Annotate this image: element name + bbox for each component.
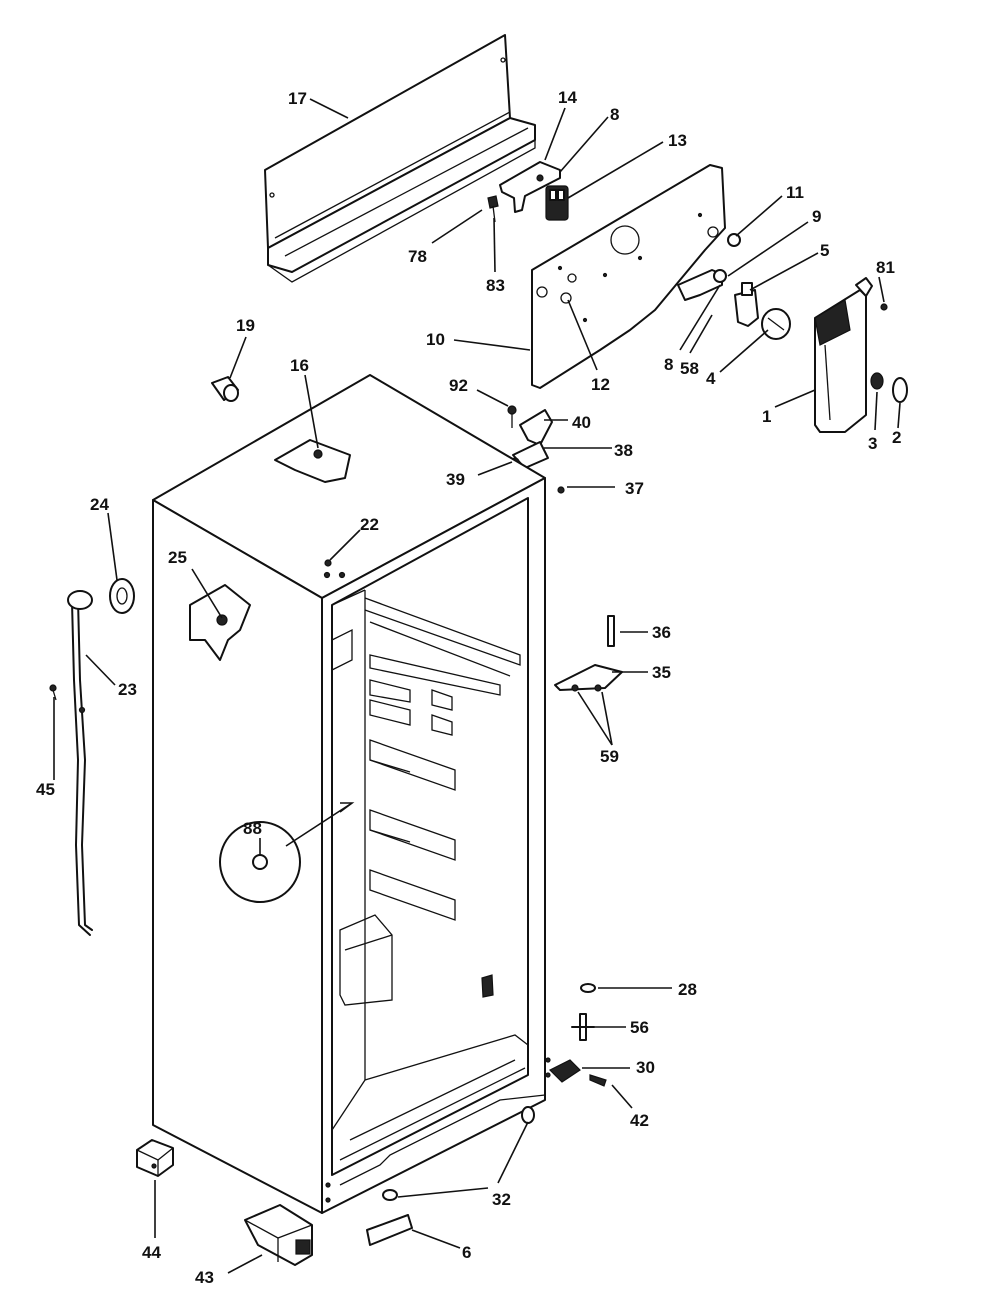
- part-2-ring: [892, 377, 908, 403]
- callout-40: 40: [572, 413, 591, 432]
- part-22-screw: [324, 559, 332, 567]
- part-32-plug: [382, 1106, 535, 1201]
- part-11-knob: [727, 233, 741, 247]
- callout-32: 32: [492, 1190, 511, 1209]
- callout-43: 43: [195, 1268, 214, 1287]
- callout-13: 13: [668, 131, 687, 150]
- part-42-screw: [589, 1074, 607, 1087]
- callout-39: 39: [446, 470, 465, 489]
- callout-35: 35: [652, 663, 671, 682]
- part-28-washer: [580, 983, 596, 993]
- part-36-pin: [607, 615, 615, 647]
- callout-38: 38: [614, 441, 633, 460]
- part-16-top-plate: [274, 439, 351, 483]
- callout-9: 9: [812, 207, 821, 226]
- callout-44: 44: [142, 1243, 161, 1262]
- callout-30: 30: [636, 1058, 655, 1077]
- part-1-control-housing: [814, 277, 873, 433]
- callout-78: 78: [408, 247, 427, 266]
- callout-23: 23: [118, 680, 137, 699]
- part-44-leveling-leg: [136, 1139, 174, 1177]
- callout-5: 5: [820, 241, 829, 260]
- callout-2: 2: [892, 428, 901, 447]
- callout-88: 88: [243, 819, 262, 838]
- callout-labels: 17 14 8 13 78 83 11 9 5 81 10 12 8 58 4 …: [36, 88, 901, 1287]
- callout-42: 42: [630, 1111, 649, 1130]
- callout-16: 16: [290, 356, 309, 375]
- part-24-grommet: [109, 578, 135, 614]
- callout-17: 17: [288, 89, 307, 108]
- leader-lines: [53, 98, 901, 1274]
- part-92-screw: [507, 405, 517, 428]
- callout-6: 6: [462, 1243, 471, 1262]
- part-23-drain-tube: [67, 590, 93, 936]
- part-35-center-hinge: [554, 664, 623, 692]
- callout-8: 8: [610, 105, 619, 124]
- callout-11: 11: [786, 183, 804, 202]
- callout-37: 37: [625, 479, 644, 498]
- part-3-knob: [870, 372, 884, 390]
- callout-4: 4: [706, 369, 716, 388]
- part-83-screw: [487, 195, 499, 223]
- callout-22: 22: [360, 515, 379, 534]
- callout-14: 14: [558, 88, 577, 107]
- part-25-side-label: [189, 584, 251, 661]
- callout-12: 12: [591, 375, 610, 394]
- callout-24: 24: [90, 495, 109, 514]
- part-43-roller-bracket: [244, 1204, 313, 1266]
- part-45-clip: [49, 684, 57, 701]
- callout-28: 28: [678, 980, 697, 999]
- cabinet-body: [152, 374, 551, 1214]
- part-17-header-cover: [264, 34, 536, 283]
- part-56-pin: [571, 1013, 595, 1041]
- callout-10: 10: [426, 330, 445, 349]
- part-10-control-panel: [531, 164, 726, 389]
- callout-25: 25: [168, 548, 187, 567]
- callout-36: 36: [652, 623, 671, 642]
- part-5-damper-control: [734, 282, 759, 327]
- callout-81: 81: [876, 258, 895, 277]
- part-6-strip: [366, 1214, 413, 1246]
- callout-92: 92: [449, 376, 468, 395]
- part-40-hinge-cover: [519, 409, 553, 446]
- callout-8-lower: 8: [664, 355, 673, 374]
- callout-1: 1: [762, 407, 771, 426]
- callout-83: 83: [486, 276, 505, 295]
- part-9-thermostat: [677, 269, 727, 301]
- part-4-dial: [761, 308, 791, 340]
- callout-19: 19: [236, 316, 255, 335]
- callout-3: 3: [868, 434, 877, 453]
- callout-58: 58: [680, 359, 699, 378]
- part-19-bushing: [211, 376, 239, 402]
- part-37-screw: [557, 486, 565, 494]
- part-13-light-socket: [545, 185, 569, 221]
- part-30-bottom-hinge: [548, 1059, 581, 1083]
- part-88-disc: [219, 821, 301, 903]
- part-81-screw: [880, 303, 888, 311]
- part-14-bracket: [499, 161, 561, 213]
- callout-59: 59: [600, 747, 619, 766]
- callout-45: 45: [36, 780, 55, 799]
- callout-56: 56: [630, 1018, 649, 1037]
